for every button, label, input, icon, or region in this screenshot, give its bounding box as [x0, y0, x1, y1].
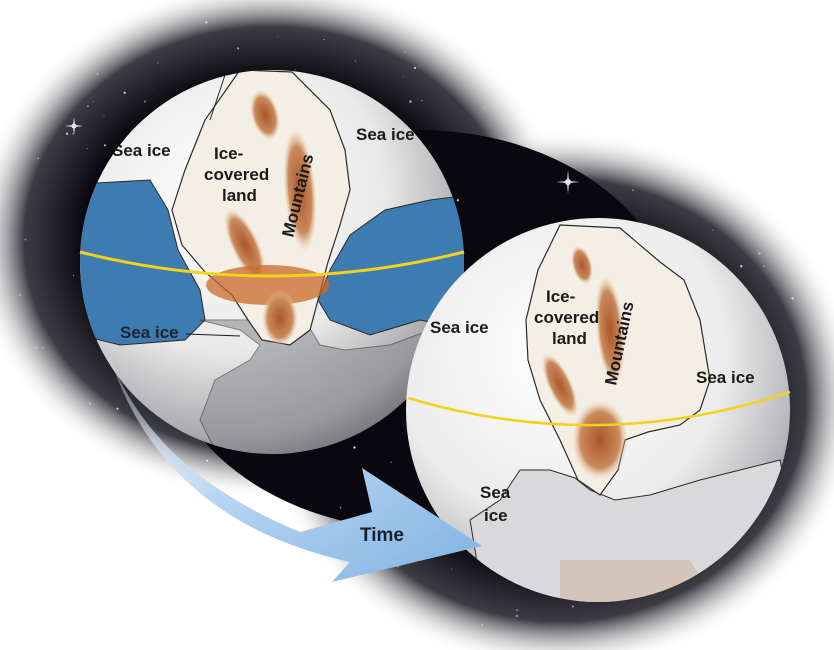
left-sea-ice-label-south: Sea ice: [120, 323, 179, 342]
star: [37, 157, 39, 159]
left-sea-ice-label-west: Sea ice: [112, 141, 171, 160]
time-label: Time: [360, 525, 404, 546]
star: [157, 62, 158, 63]
star: [206, 460, 208, 462]
star: [124, 92, 126, 94]
star: [451, 569, 452, 570]
left-land-label-3: land: [222, 186, 257, 205]
star: [516, 609, 518, 611]
star: [73, 133, 74, 134]
star: [34, 131, 35, 132]
star: [405, 51, 406, 52]
star: [295, 69, 296, 70]
star: [42, 347, 43, 348]
star: [87, 148, 88, 149]
star: [237, 47, 239, 49]
star: [340, 507, 342, 509]
right-land-label-2: covered: [534, 308, 599, 327]
left-sea-ice-label-east: Sea ice: [356, 125, 415, 144]
star: [97, 73, 98, 74]
star: [158, 95, 159, 96]
star: [35, 346, 37, 348]
left-land-label-1: Ice-: [214, 144, 243, 163]
right-land-label-1: Ice-: [546, 287, 575, 306]
right-sea-ice-label-east: Sea ice: [696, 368, 755, 387]
right-sea-ice-label-west: Sea ice: [430, 318, 489, 337]
right-sea-ice-label-south-2: ice: [484, 506, 508, 525]
star: [457, 199, 459, 201]
star: [763, 265, 765, 267]
star: [403, 76, 404, 77]
right-sea-ice-label-south-1: Sea: [480, 483, 511, 502]
star: [25, 239, 27, 241]
star: [421, 100, 422, 101]
star: [93, 101, 94, 102]
star: [324, 39, 325, 40]
star: [103, 116, 104, 117]
star: [87, 106, 88, 107]
star: [104, 144, 106, 146]
star: [355, 61, 356, 62]
star: [390, 462, 391, 463]
star: [205, 21, 208, 24]
star: [484, 106, 486, 108]
star: [572, 606, 574, 608]
star: [419, 66, 420, 67]
star: [740, 265, 742, 267]
star: [409, 100, 411, 102]
star: [758, 252, 761, 255]
star: [712, 229, 713, 230]
star: [791, 297, 793, 299]
star: [19, 294, 21, 296]
star: [516, 615, 519, 618]
star: [353, 446, 355, 448]
right-land-label-3: land: [552, 329, 587, 348]
star: [482, 624, 484, 626]
star: [632, 189, 634, 191]
star: [73, 275, 74, 276]
left-land-label-2: covered: [204, 165, 269, 184]
star: [66, 133, 68, 135]
star: [89, 402, 91, 404]
star: [277, 36, 278, 37]
star: [414, 67, 416, 69]
star: [144, 100, 146, 102]
star: [117, 408, 119, 410]
